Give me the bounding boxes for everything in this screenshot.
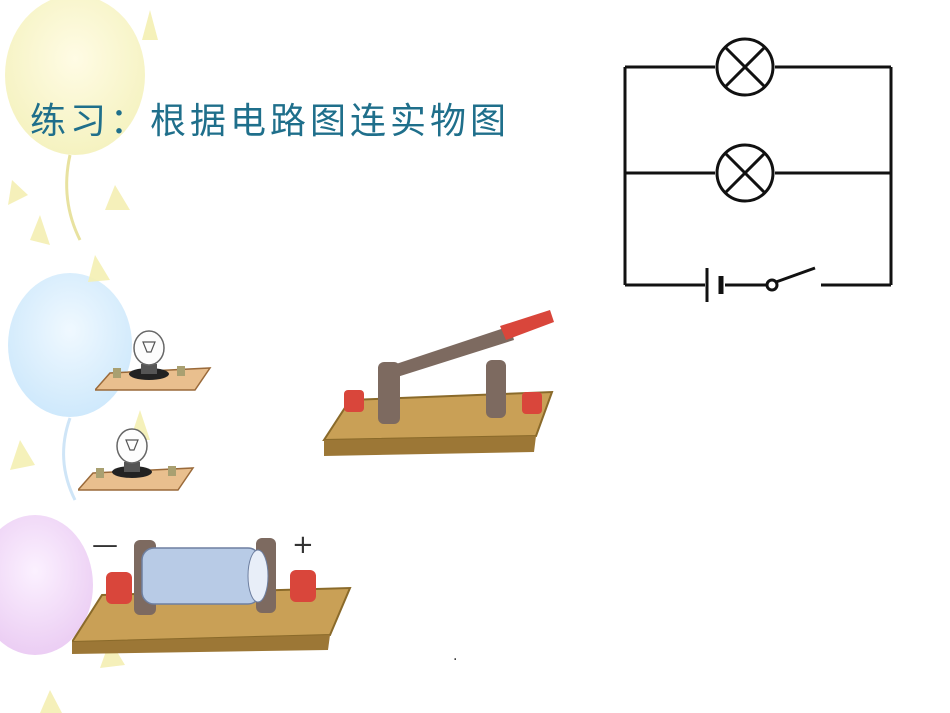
battery-symbol [705, 268, 724, 302]
bulb-icon [95, 330, 212, 391]
footer-mark: · [453, 652, 458, 668]
battery-negative-sign: — [92, 530, 118, 560]
balloon-decoration [0, 0, 158, 713]
battery-holder-icon [72, 538, 352, 654]
battery-positive-sign: + [292, 530, 314, 560]
bulb-icon [78, 428, 195, 491]
lamp-symbol-1 [715, 37, 775, 97]
circuit-diagram-icon [623, 37, 893, 302]
knife-switch-icon [322, 310, 554, 456]
switch-symbol [765, 266, 816, 292]
lamp-symbol-2 [715, 143, 775, 203]
slide-title: 练习：根据电路图连实物图 [30, 101, 511, 142]
